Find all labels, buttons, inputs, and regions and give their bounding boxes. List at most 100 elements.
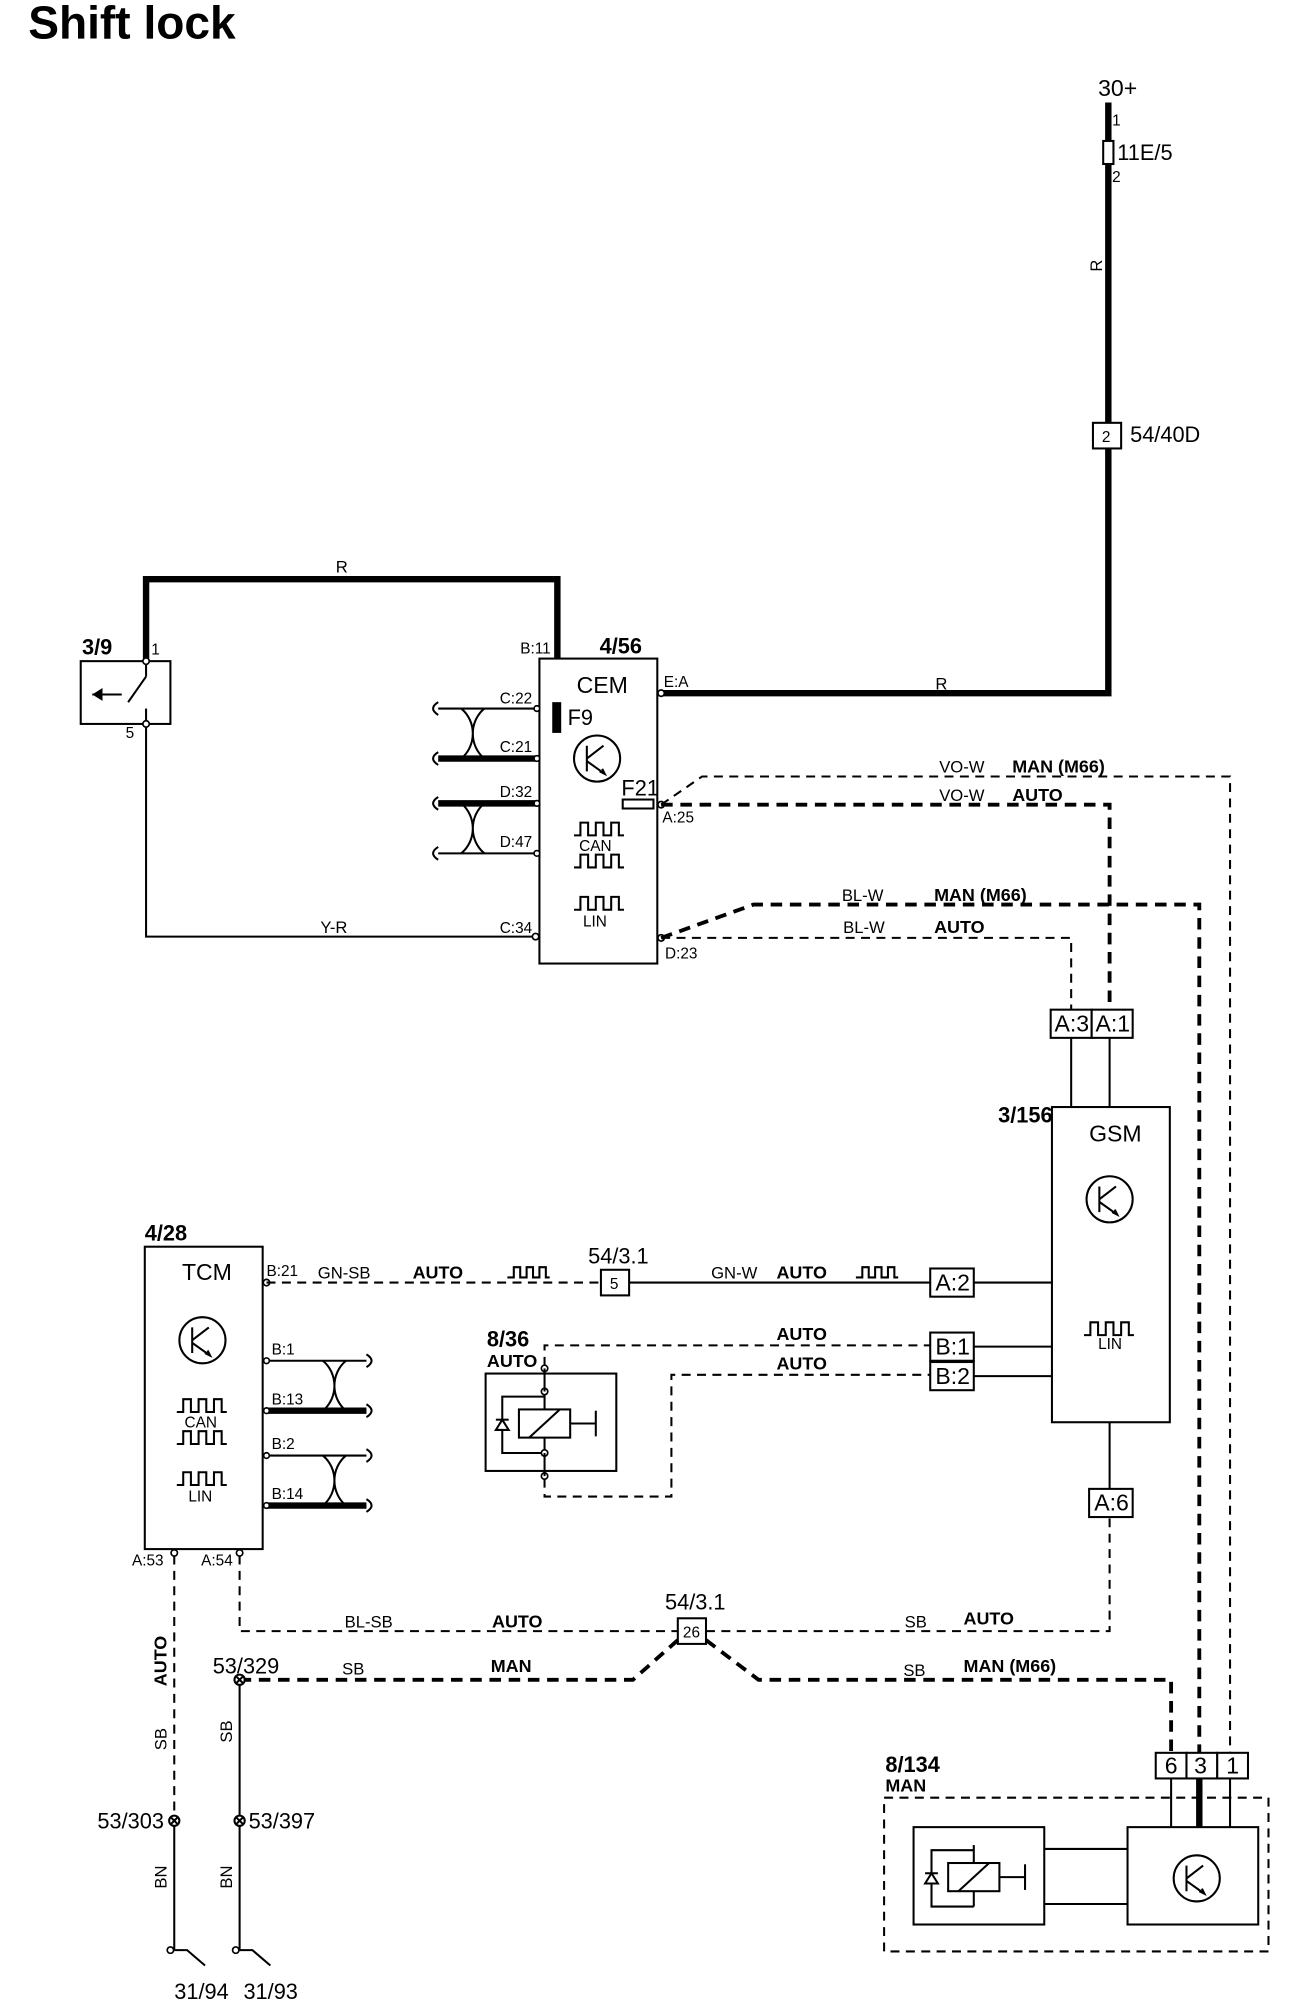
variant-label-vow-man: MAN (M66) [1012, 757, 1105, 777]
wire-blw-auto [661, 936, 1073, 1010]
cem-transistor-icon [572, 734, 622, 783]
connector-a1 [1090, 1008, 1134, 1039]
tcm-pin-b13: B:13 [272, 1391, 304, 1408]
gsm-name: GSM [1089, 1121, 1142, 1147]
wire-label-sb-man-m66: SB [903, 1661, 925, 1680]
wire-label-blsb: BL-SB [345, 1612, 393, 1631]
wire-label-bn-right: BN [217, 1866, 236, 1889]
gsm-lin-pulse-icon [1083, 1321, 1134, 1337]
tcm-can-bus [262, 1353, 373, 1513]
connector-b1 [929, 1331, 975, 1362]
fuse-pin1: 1 [1112, 113, 1121, 130]
relay-man-transistor-icon [1172, 1854, 1221, 1903]
variant-label-blw-auto: AUTO [934, 917, 985, 937]
relay-man-coil-icon [923, 1845, 1027, 1908]
fuse-pin2: 2 [1112, 169, 1121, 186]
wire-label-yr: Y-R [320, 918, 347, 937]
splice-5-pin: 5 [610, 1276, 619, 1293]
wire-label-blw-man: BL-W [842, 886, 884, 905]
ground-53-303-label: 53/303 [97, 1808, 164, 1833]
connector-b2 [929, 1360, 975, 1392]
page-title: Shift lock [28, 0, 236, 48]
wire-relay-auto-b2 [543, 1373, 931, 1498]
cem-name: CEM [577, 672, 628, 698]
ground-31-94-icon [174, 1949, 206, 1967]
tcm-pin-b14: B:14 [272, 1486, 304, 1503]
wire-label-gnw: GN-W [711, 1264, 758, 1283]
wire-vow-auto [661, 802, 1112, 1010]
connector-54-40d-label: 54/40D [1130, 422, 1200, 447]
wire-label-r-vertical: R [1087, 260, 1106, 272]
cem-can-pulse-icon [574, 821, 624, 837]
splice-26-pin: 26 [683, 1625, 700, 1642]
wire-r-cem-ea [661, 448, 1112, 697]
cem-can-label: CAN [579, 838, 611, 855]
switch-3-9 [79, 660, 172, 725]
wire-blsb [238, 1555, 678, 1633]
connector-man-3-label: 3 [1194, 1752, 1207, 1778]
wire-label-sb-left: SB [152, 1728, 171, 1750]
gsm-transistor-icon [1085, 1175, 1134, 1224]
relay-man-variant: MAN [885, 1775, 926, 1795]
gnw-pulse-icon [855, 1266, 899, 1279]
ground-53-397-label: 53/397 [249, 1808, 316, 1833]
variant-label-gnsb: AUTO [413, 1263, 464, 1283]
tcm-module [143, 1245, 264, 1551]
tcm-lin-label: LIN [188, 1489, 212, 1506]
ground-31-93-label: 31/93 [243, 1979, 297, 2000]
wire-blw-man [660, 902, 1202, 1753]
fuse-f21 [621, 798, 655, 810]
wire-r-switch-cem [142, 575, 561, 733]
cem-pin-ea: E:A [664, 674, 690, 691]
wire-sb-man-m66 [704, 1638, 1174, 1753]
connector-man-1 [1216, 1751, 1250, 1780]
switch-id: 3/9 [82, 635, 112, 660]
variant-label-b1: AUTO [776, 1324, 827, 1344]
connector-a3-label: A:3 [1055, 1010, 1090, 1036]
switch-pin1: 1 [151, 642, 160, 659]
wire-sb-man [239, 1638, 680, 1682]
ground-31-93-icon [239, 1949, 272, 1967]
wire-label-blw-auto: BL-W [843, 918, 885, 937]
connector-man-1-label: 1 [1226, 1752, 1239, 1778]
cem-pin-b11: B:11 [520, 640, 550, 657]
relay-man-id: 8/134 [885, 1752, 939, 1777]
connector-man-3 [1185, 1751, 1219, 1780]
fuse-label: 11E/5 [1117, 140, 1172, 165]
gnsb-pulse-icon [507, 1266, 550, 1279]
cem-pin-d32: D:32 [500, 784, 532, 801]
connector-b2-label: B:2 [935, 1363, 970, 1389]
fuse-f9 [552, 702, 562, 733]
cem-id: 4/56 [600, 633, 642, 658]
fuse-f9-label: F9 [568, 705, 593, 730]
relay-auto-id: 8/36 [487, 1327, 529, 1352]
switch-pin5: 5 [126, 725, 135, 742]
wire-label-r-ea: R [935, 674, 947, 693]
variant-label-b2: AUTO [776, 1354, 827, 1374]
wire-yr [145, 726, 540, 938]
tcm-pin-a54: A:54 [201, 1553, 233, 1570]
cem-pin-c22: C:22 [500, 690, 532, 707]
connector-a1-label: A:1 [1096, 1010, 1131, 1036]
ground-53-329-label: 53/329 [213, 1653, 280, 1678]
cem-can-bus [432, 701, 541, 861]
variant-label-blsb: AUTO [492, 1611, 543, 1631]
wire-label-r-top: R [336, 558, 348, 577]
cem-pin-d23: D:23 [665, 945, 697, 962]
tcm-lin-pulse-icon [176, 1471, 227, 1487]
wire-label-gnsb: GN-SB [318, 1264, 371, 1283]
supply-label: 30+ [1098, 75, 1137, 101]
splice-5 [599, 1268, 631, 1297]
tcm-can-label: CAN [185, 1414, 217, 1431]
splice-5-id: 54/3.1 [588, 1243, 649, 1268]
tcm-name: TCM [182, 1259, 232, 1285]
connector-man-6-label: 6 [1165, 1752, 1178, 1778]
gsm-module [1050, 1106, 1171, 1424]
wire-label-bn-left: BN [152, 1866, 171, 1889]
relay-auto-coil-icon [494, 1391, 597, 1455]
wire-sb-auto [705, 1517, 1111, 1633]
tcm-can-pulse-icon [176, 1398, 227, 1414]
variant-label-sb-man: MAN [491, 1656, 532, 1676]
wire-label-sb-auto: SB [905, 1612, 927, 1631]
